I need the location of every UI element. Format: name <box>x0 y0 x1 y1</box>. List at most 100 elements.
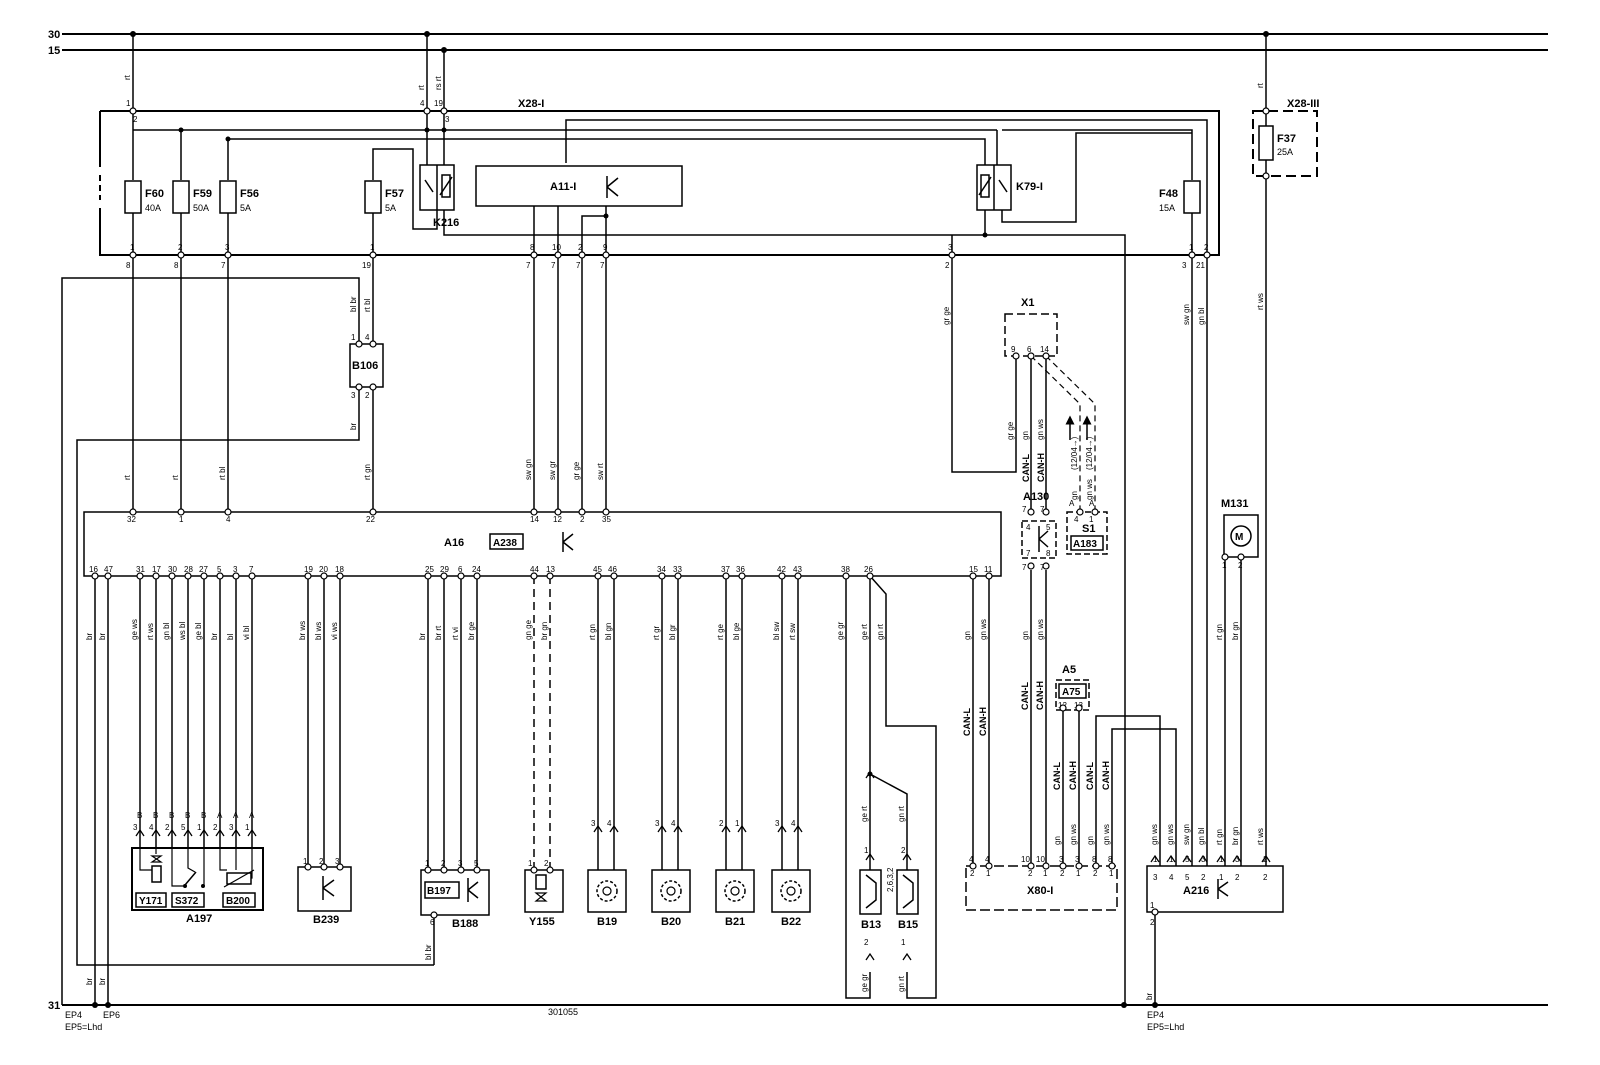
svg-text:2: 2 <box>1204 243 1209 252</box>
fusebox-internal-wiring <box>132 111 1208 1005</box>
svg-text:br: br <box>210 633 219 640</box>
svg-text:4: 4 <box>1026 523 1031 532</box>
svg-text:bl br: bl br <box>349 296 358 312</box>
svg-text:gn bl: gn bl <box>1197 307 1206 325</box>
fuse-f37: F37 25A <box>1258 111 1296 176</box>
svg-text:rt vi: rt vi <box>451 627 460 640</box>
svg-text:1: 1 <box>1043 869 1048 878</box>
svg-text:2: 2 <box>1235 873 1240 882</box>
footer: EP4 EP5=Lhd EP6 301055 EP4 EP5=Lhd <box>65 1007 1184 1032</box>
svg-text:rt: rt <box>171 474 180 480</box>
svg-text:sw rt: sw rt <box>596 462 605 480</box>
sensor-b106: B106 <box>349 343 384 388</box>
rail-30-label: 30 <box>48 29 60 41</box>
svg-text:gr ge: gr ge <box>1006 421 1015 440</box>
svg-text:gr ge: gr ge <box>572 461 581 480</box>
svg-text:CAN-H: CAN-H <box>1036 453 1046 482</box>
svg-text:44: 44 <box>530 565 539 574</box>
x28-3-label: X28-III <box>1287 98 1319 110</box>
svg-text:2: 2 <box>1150 918 1155 927</box>
x28-3-connector <box>1252 110 1318 177</box>
svg-text:bl gn: bl gn <box>604 623 613 640</box>
svg-text:gn ge: gn ge <box>524 619 533 640</box>
svg-text:rt: rt <box>123 74 132 80</box>
svg-text:CAN-L: CAN-L <box>1021 454 1031 482</box>
svg-text:19: 19 <box>362 261 371 270</box>
svg-text:sw gn: sw gn <box>1182 824 1191 845</box>
svg-text:9: 9 <box>603 243 608 252</box>
svg-text:3: 3 <box>591 819 596 828</box>
svg-text:3: 3 <box>775 819 780 828</box>
rail-feeds <box>132 34 1267 111</box>
svg-text:A: A <box>1089 499 1095 508</box>
svg-text:bl sw: bl sw <box>772 622 781 640</box>
svg-text:rt gn: rt gn <box>1215 624 1224 640</box>
x1-can-labels: CAN-L CAN-H <box>1021 453 1046 482</box>
svg-text:3: 3 <box>655 819 660 828</box>
svg-text:5: 5 <box>1046 523 1051 532</box>
svg-text:2: 2 <box>1060 869 1065 878</box>
motor-symbol: M <box>1235 532 1243 543</box>
svg-text:rt gn: rt gn <box>1215 829 1224 845</box>
svg-text:1: 1 <box>901 938 906 947</box>
svg-text:7: 7 <box>1022 505 1027 514</box>
can-labels: CAN-L CAN-H CAN-L CAN-H CAN-L CAN-H CAN-… <box>962 681 1111 790</box>
footer-doc-number: 301055 <box>548 1007 578 1017</box>
svg-text:gn: gn <box>1053 836 1062 845</box>
b13-b15-pins: 1 2 2 1 2,6,3,2 <box>864 846 906 947</box>
svg-text:B188: B188 <box>452 918 478 930</box>
svg-text:F56: F56 <box>240 188 259 200</box>
svg-text:1: 1 <box>1089 515 1094 524</box>
svg-text:2: 2 <box>441 859 446 868</box>
svg-text:ge bl: ge bl <box>194 622 203 640</box>
speed-sensor-pins: 3 4 3 4 2 1 3 4 <box>591 819 796 828</box>
relay-k216-label: K216 <box>433 217 459 229</box>
svg-text:F48: F48 <box>1159 188 1178 200</box>
svg-text:gn: gn <box>1086 836 1095 845</box>
svg-text:19: 19 <box>304 565 313 574</box>
sensor-b21: B21 <box>715 869 755 928</box>
svg-text:2: 2 <box>970 869 975 878</box>
svg-text:X80-I: X80-I <box>1027 885 1053 897</box>
svg-text:bl ws: bl ws <box>314 622 323 640</box>
svg-text:vi bl: vi bl <box>242 626 251 640</box>
svg-text:rt bl: rt bl <box>363 298 372 312</box>
svg-text:9: 9 <box>1011 345 1016 354</box>
svg-text:24: 24 <box>472 565 481 574</box>
b239-pins: 1 2 3 <box>303 857 340 866</box>
svg-text:5: 5 <box>474 859 479 868</box>
svg-text:br: br <box>1145 993 1154 1000</box>
fuse-f57: F57 5A <box>364 180 404 214</box>
svg-text:2: 2 <box>901 846 906 855</box>
svg-text:7: 7 <box>600 261 605 270</box>
svg-text:B106: B106 <box>352 360 378 372</box>
svg-text:7: 7 <box>1026 549 1031 558</box>
svg-text:M131: M131 <box>1221 498 1249 510</box>
svg-text:36: 36 <box>736 565 745 574</box>
module-a5: A5 A75 <box>1055 664 1090 711</box>
svg-text:8: 8 <box>1092 855 1097 864</box>
svg-text:B197: B197 <box>427 886 451 897</box>
svg-text:2: 2 <box>1093 869 1098 878</box>
svg-text:25: 25 <box>425 565 434 574</box>
svg-text:gn bl: gn bl <box>1197 827 1206 845</box>
svg-text:7: 7 <box>551 261 556 270</box>
svg-text:14: 14 <box>530 515 539 524</box>
a197-pin-labels: B B B B B A A A 3 4 2 5 1 2 3 1 <box>133 811 255 832</box>
svg-text:A16: A16 <box>444 537 464 549</box>
svg-text:3: 3 <box>229 823 234 832</box>
svg-text:br: br <box>349 423 358 430</box>
svg-text:4: 4 <box>671 819 676 828</box>
svg-text:1: 1 <box>351 333 356 342</box>
svg-text:gr ge: gr ge <box>942 306 951 325</box>
svg-text:bl: bl <box>226 634 235 640</box>
svg-text:13: 13 <box>546 565 555 574</box>
svg-text:26: 26 <box>864 565 873 574</box>
svg-text:A183: A183 <box>1073 539 1097 550</box>
svg-text:rt gn: rt gn <box>363 464 372 480</box>
svg-text:1: 1 <box>1189 243 1194 252</box>
svg-text:8: 8 <box>1046 549 1051 558</box>
junction-dots <box>178 127 988 777</box>
svg-text:A238: A238 <box>493 538 517 549</box>
svg-text:A: A <box>217 811 223 820</box>
